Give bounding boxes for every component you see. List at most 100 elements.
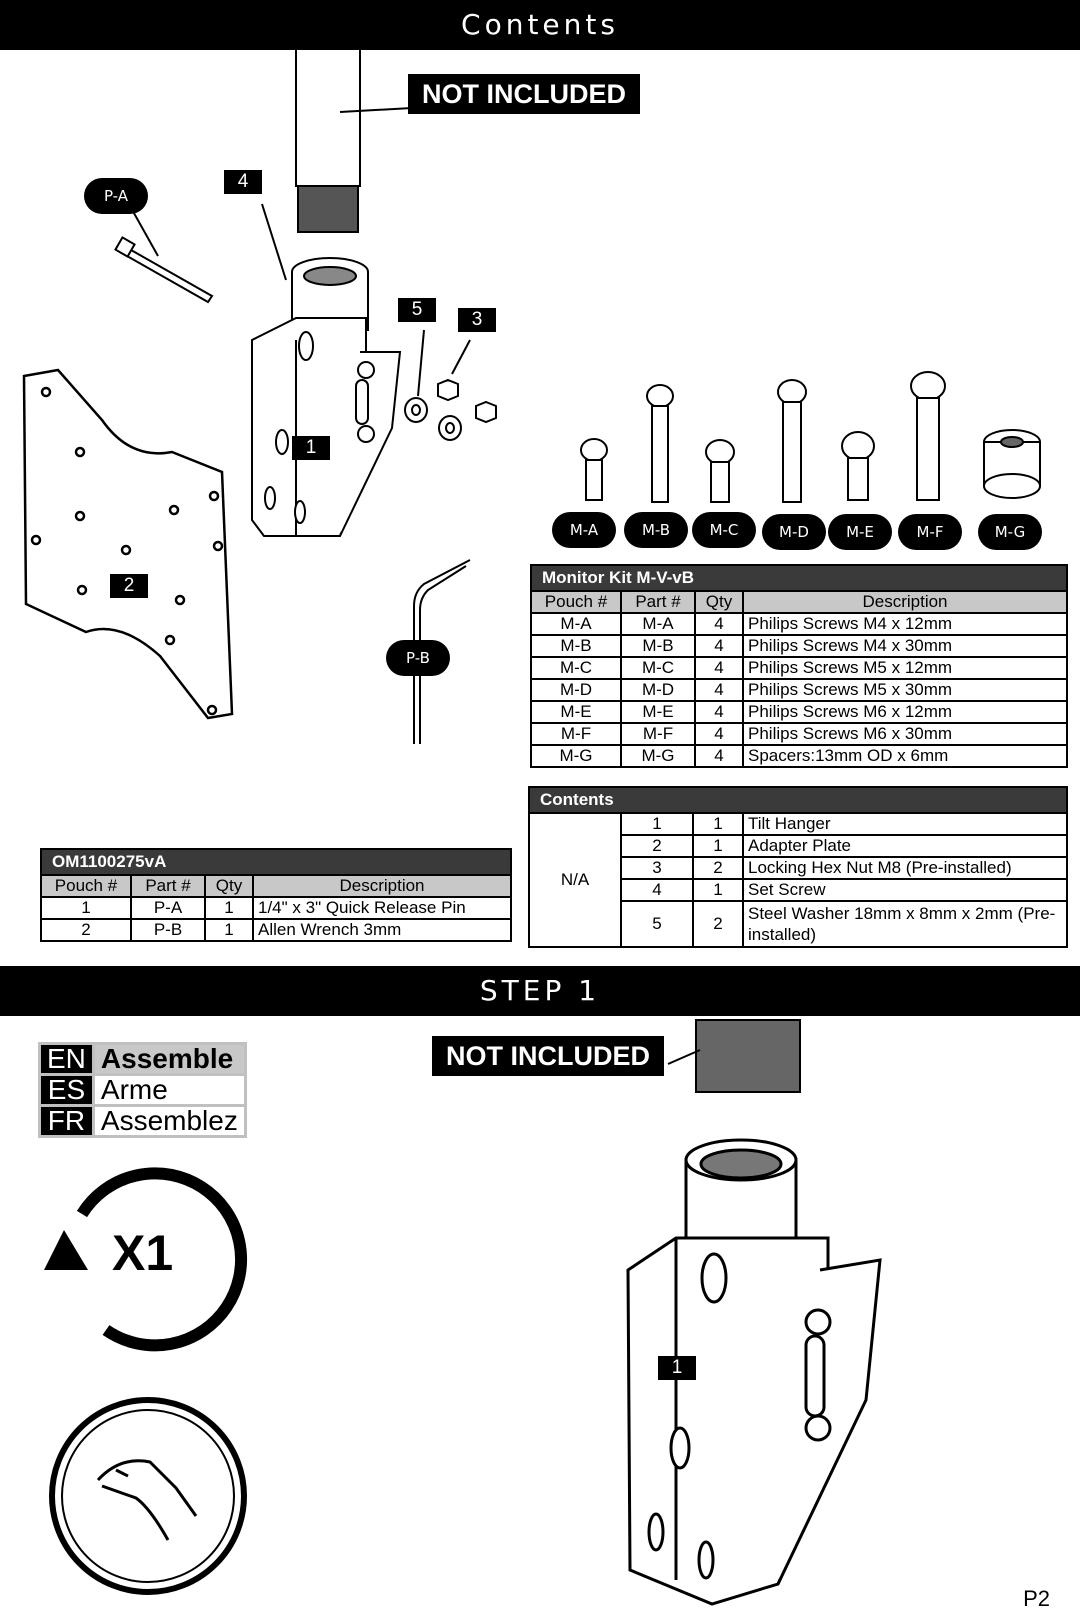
cell: M-E bbox=[530, 700, 622, 724]
hardware-label-m-c: M-C bbox=[692, 512, 756, 548]
cell: M-A bbox=[620, 612, 696, 636]
om-kit-title: OM1100275vA bbox=[40, 848, 512, 876]
cell: 1 bbox=[40, 896, 132, 920]
cell: 5 bbox=[620, 900, 694, 948]
pouch-cell: N/A bbox=[528, 812, 622, 948]
screws-illustration bbox=[580, 371, 1041, 503]
cell: 3 bbox=[620, 856, 694, 880]
cell: 1 bbox=[692, 812, 744, 836]
callout-5: 5 bbox=[398, 298, 436, 322]
cell: M-B bbox=[620, 634, 696, 658]
cell: 4 bbox=[694, 700, 744, 724]
column-header: Qty bbox=[204, 874, 254, 898]
cell: 4 bbox=[694, 678, 744, 702]
contents-banner: Contents bbox=[0, 0, 1080, 50]
contents-table-title: Contents bbox=[528, 786, 1068, 814]
step-pipe-illustration bbox=[667, 1019, 801, 1093]
hardware-label-m-f: M-F bbox=[898, 514, 962, 550]
callout-4: 4 bbox=[224, 170, 262, 194]
repeat-arrow-icon bbox=[44, 1167, 248, 1352]
callout-3: 3 bbox=[458, 308, 496, 332]
cell: 1/4" x 3" Quick Release Pin bbox=[252, 896, 512, 920]
cell: P-B bbox=[130, 918, 206, 942]
cell: M-C bbox=[620, 656, 696, 680]
cell: Allen Wrench 3mm bbox=[252, 918, 512, 942]
cell: Philips Screws M6 x 30mm bbox=[742, 722, 1068, 746]
monitor-kit-table: Monitor Kit M-V-vB Pouch # Part # Qty De… bbox=[530, 564, 1068, 768]
cell: 4 bbox=[694, 612, 744, 636]
cell: 2 bbox=[620, 834, 694, 858]
callout-1-step: 1 bbox=[658, 1356, 696, 1380]
step-title: STEP 1 bbox=[479, 974, 601, 1007]
repeat-count: X1 bbox=[112, 1225, 174, 1281]
cell: 1 bbox=[204, 896, 254, 920]
hardware-label-m-d: M-D bbox=[762, 514, 826, 550]
column-header: Description bbox=[252, 874, 512, 898]
column-header: Part # bbox=[620, 590, 696, 614]
cell: P-A bbox=[130, 896, 206, 920]
tilt-hanger-illustration bbox=[251, 203, 402, 537]
cell: Philips Screws M5 x 12mm bbox=[742, 656, 1068, 680]
cell: 4 bbox=[694, 634, 744, 658]
quick-release-pin-illustration bbox=[114, 205, 214, 304]
cell: M-B bbox=[530, 634, 622, 658]
cell: M-G bbox=[530, 744, 622, 768]
language-code: FR bbox=[38, 1104, 95, 1138]
cell: Steel Washer 18mm x 8mm x 2mm (Pre-insta… bbox=[742, 900, 1068, 948]
cell: Tilt Hanger bbox=[742, 812, 1068, 836]
not-included-label-step: NOT INCLUDED bbox=[432, 1036, 664, 1076]
cell: M-D bbox=[530, 678, 622, 702]
cell: Adapter Plate bbox=[742, 834, 1068, 858]
cell: Philips Screws M5 x 30mm bbox=[742, 678, 1068, 702]
cell: 4 bbox=[694, 744, 744, 768]
hardware-label-m-a: M-A bbox=[552, 512, 616, 548]
column-header: Pouch # bbox=[40, 874, 132, 898]
column-header: Description bbox=[742, 590, 1068, 614]
callout-p-b: P-B bbox=[386, 640, 450, 676]
cell: 4 bbox=[620, 878, 694, 902]
cell: M-F bbox=[620, 722, 696, 746]
page-number: P2 bbox=[1023, 1586, 1050, 1611]
pipe-illustration bbox=[295, 47, 413, 233]
adapter-plate-illustration bbox=[22, 368, 234, 720]
step-tilt-hanger-illustration bbox=[626, 1138, 882, 1606]
cell: Spacers:13mm OD x 6mm bbox=[742, 744, 1068, 768]
cell: 4 bbox=[694, 722, 744, 746]
cell: 1 bbox=[692, 834, 744, 858]
cell: 2 bbox=[40, 918, 132, 942]
language-text: Assemblez bbox=[91, 1104, 247, 1138]
table-row: N/A 1 1 Tilt Hanger bbox=[528, 812, 1068, 948]
hardware-label-m-e: M-E bbox=[828, 514, 892, 550]
cell: 2 bbox=[692, 900, 744, 948]
washer-nut-illustration bbox=[404, 329, 497, 441]
hand-tighten-icon bbox=[49, 1397, 247, 1595]
column-header: Pouch # bbox=[530, 590, 622, 614]
cell: M-A bbox=[530, 612, 622, 636]
cell: M-F bbox=[530, 722, 622, 746]
not-included-label: NOT INCLUDED bbox=[408, 74, 640, 114]
language-code: EN bbox=[38, 1042, 95, 1076]
cell: Philips Screws M6 x 12mm bbox=[742, 700, 1068, 724]
monitor-kit-title: Monitor Kit M-V-vB bbox=[530, 564, 1068, 592]
cell: Set Screw bbox=[742, 878, 1068, 902]
cell: Philips Screws M4 x 30mm bbox=[742, 634, 1068, 658]
cell: 2 bbox=[692, 856, 744, 880]
language-text: Arme bbox=[91, 1073, 247, 1107]
